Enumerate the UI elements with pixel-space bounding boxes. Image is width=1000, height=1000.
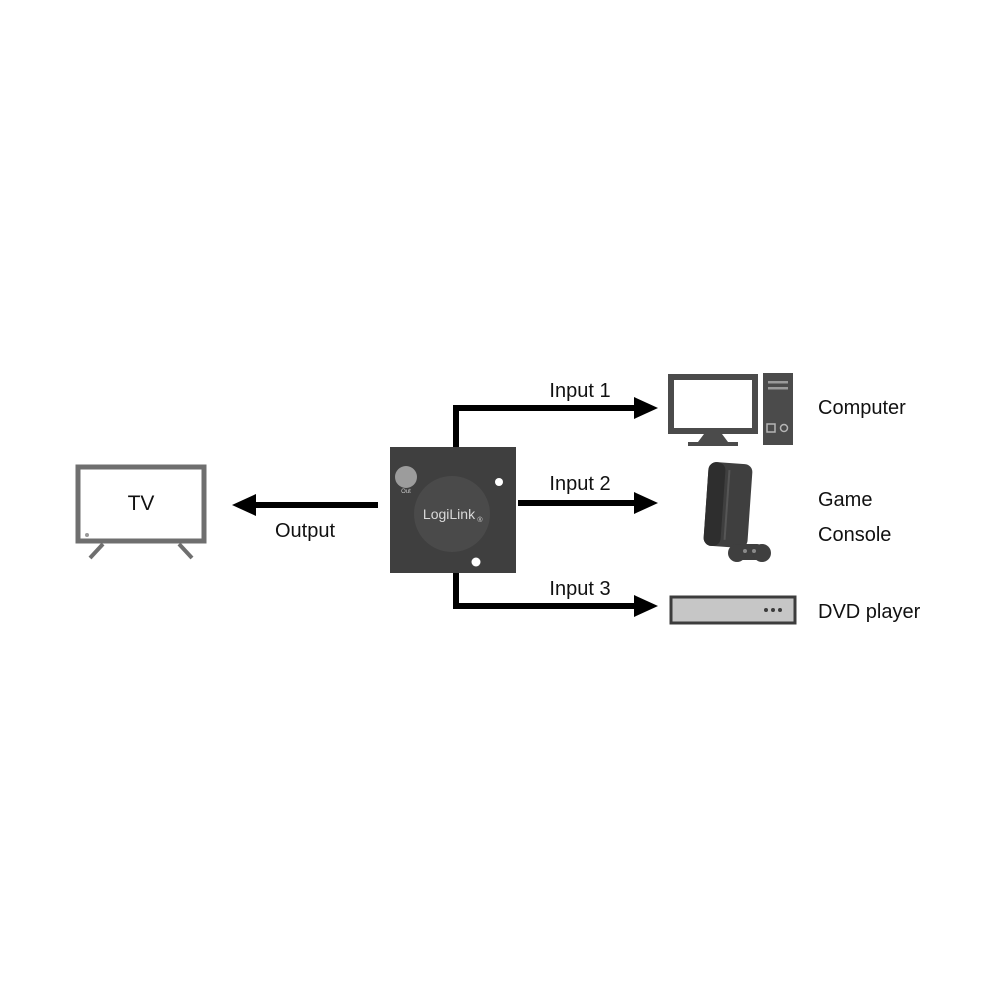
game-console-label-line1: Game <box>818 489 873 511</box>
game-console-label: Game Console <box>818 483 891 553</box>
switch-button-label: Out <box>401 489 411 495</box>
input3-arrow <box>453 568 658 617</box>
output-label: Output <box>274 520 336 542</box>
tv-label: TV <box>127 492 155 516</box>
switch-led-top <box>495 478 503 486</box>
gamepad-icon <box>728 544 771 562</box>
tv-power-led <box>85 533 89 537</box>
dvd-player-label: DVD player <box>818 601 921 623</box>
switch-led-bottom <box>471 557 481 567</box>
input1-arrow <box>453 397 658 452</box>
game-console-icon <box>703 462 771 562</box>
game-console-label-line2: Console <box>818 524 892 546</box>
switch-brand-circle <box>414 476 490 552</box>
input1-label: Input 1 <box>549 380 611 402</box>
tv-icon <box>75 464 207 560</box>
input2-label: Input 2 <box>549 473 611 495</box>
output-arrow <box>232 494 378 516</box>
switch-brand-mark: ® <box>477 516 483 524</box>
dvd-player-icon <box>669 595 797 625</box>
switch-brand-text: LogiLink <box>423 506 476 522</box>
input3-label: Input 3 <box>549 578 611 600</box>
hdmi-switch: LogiLink ® Out <box>390 447 516 573</box>
switch-select-button <box>395 466 417 488</box>
computer-label: Computer <box>818 397 906 419</box>
computer-icon <box>668 373 793 446</box>
input2-arrow <box>518 492 658 514</box>
